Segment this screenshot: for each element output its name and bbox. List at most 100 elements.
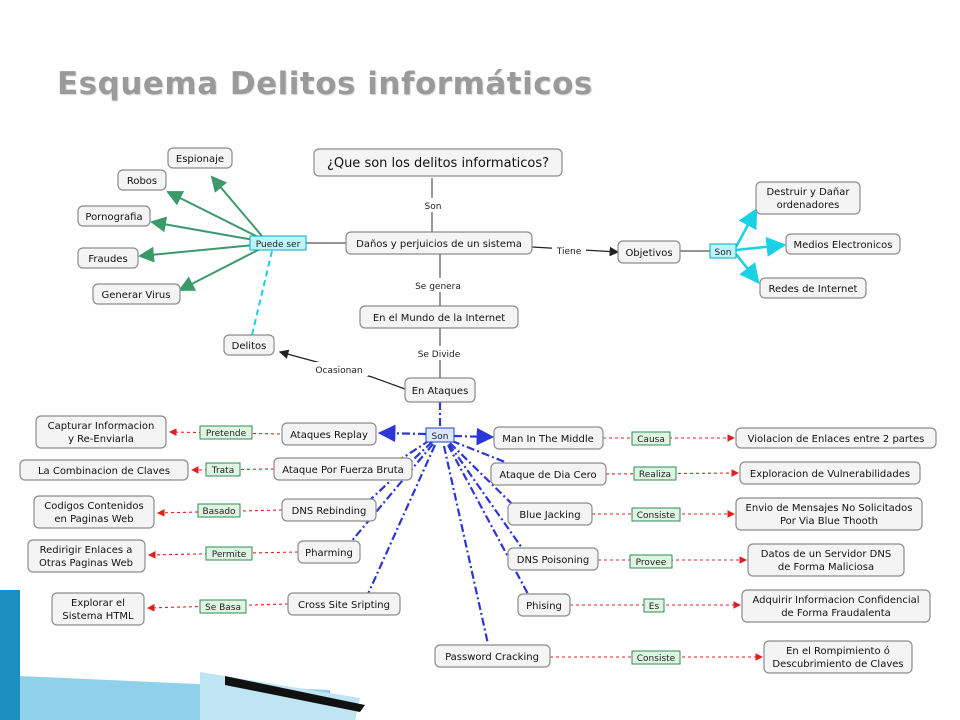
svg-text:Ataque Por Fuerza Bruta: Ataque Por Fuerza Bruta [282, 465, 404, 476]
svg-text:ordenadores: ordenadores [777, 200, 840, 211]
svg-text:Phising: Phising [526, 601, 562, 612]
svg-text:La Combinacion de Claves: La Combinacion de Claves [38, 466, 170, 477]
node-combinacion: La Combinacion de Claves [19, 459, 189, 481]
svg-text:Generar Virus: Generar Virus [102, 290, 171, 301]
node-cross-site: Cross Site Sripting [287, 592, 401, 616]
svg-text:de Forma Maliciosa: de Forma Maliciosa [778, 562, 874, 573]
node-fraudes: Fraudes [77, 247, 139, 269]
svg-text:Destruir y Dañar: Destruir y Dañar [766, 187, 850, 198]
svg-text:Robos: Robos [127, 176, 157, 187]
slide-title: Esquema Delitos informáticos [57, 66, 593, 102]
node-espionaje: Espionaje [167, 147, 233, 169]
svg-text:DNS Poisoning: DNS Poisoning [517, 555, 589, 566]
svg-text:¿Que son los delitos informati: ¿Que son los delitos informaticos? [327, 156, 549, 171]
highlight-labels: Puede ser Son Son Pretende Trata Basado … [197, 235, 737, 665]
node-objetivos: Objetivos [617, 240, 681, 264]
link-label-son: Son [425, 202, 442, 212]
svg-text:Datos de un Servidor DNS: Datos de un Servidor DNS [761, 549, 891, 560]
svg-text:Delitos: Delitos [232, 341, 267, 352]
svg-text:y Re-Enviarla: y Re-Enviarla [68, 434, 134, 445]
svg-text:Otras Paginas Web: Otras Paginas Web [39, 558, 133, 569]
node-redirigir: Redirigir Enlaces a Otras Paginas Web [27, 539, 146, 573]
svg-text:En Ataques: En Ataques [412, 386, 469, 397]
svg-text:en Paginas Web: en Paginas Web [54, 514, 133, 525]
svg-text:Ataques Replay: Ataques Replay [290, 430, 368, 441]
svg-text:Pornografia: Pornografia [85, 212, 142, 223]
node-en-ataques: En Ataques [404, 377, 476, 403]
link-label-consiste-1: Consiste [637, 511, 676, 521]
svg-text:En el Mundo de la Internet: En el Mundo de la Internet [373, 313, 505, 324]
svg-text:Medios Electronicos: Medios Electronicos [793, 240, 892, 251]
svg-text:Man In The Middle: Man In The Middle [502, 434, 594, 445]
node-blue-jacking: Blue Jacking [507, 502, 593, 526]
link-label-es: Es [649, 602, 660, 612]
nodes: ¿Que son los delitos informaticos? Daños… [19, 147, 937, 674]
node-ataques-replay: Ataques Replay [281, 422, 377, 446]
svg-text:Password Cracking: Password Cracking [445, 652, 539, 663]
svg-text:Explorar el: Explorar el [71, 598, 125, 609]
svg-text:Adquirir Informacion Confidenc: Adquirir Informacion Confidencial [752, 595, 919, 606]
node-pornografia: Pornografia [77, 205, 151, 227]
svg-text:Sistema HTML: Sistema HTML [62, 611, 134, 622]
link-label-tiene: Tiene [556, 247, 582, 257]
hub-connectors [349, 402, 529, 645]
node-rompimiento: En el Rompimiento ó Descubrimiento de Cl… [763, 640, 913, 674]
node-puede-ser: Puede ser [256, 240, 301, 250]
svg-text:Redirigir Enlaces a: Redirigir Enlaces a [40, 545, 133, 556]
link-label-permite: Permite [212, 550, 247, 560]
svg-text:de Forma Fraudalenta: de Forma Fraudalenta [781, 608, 891, 619]
node-dns-poisoning: DNS Poisoning [507, 547, 599, 571]
slide-corner-decoration [0, 590, 365, 720]
node-envio: Envio de Mensajes No Solicitados Por Via… [735, 497, 923, 531]
link-label-se-basa: Se Basa [205, 603, 241, 613]
svg-text:Codigos Contenidos: Codigos Contenidos [44, 501, 143, 512]
node-capturar: Capturar Informacion y Re-Enviarla [35, 415, 167, 449]
link-label-ocasionan: Ocasionan [315, 366, 362, 376]
svg-text:Objetivos: Objetivos [625, 248, 672, 259]
node-adquirir: Adquirir Informacion Confidencial de For… [741, 589, 931, 623]
link-label-trata: Trata [211, 466, 234, 476]
node-exploracion: Exploracion de Vulnerabilidades [739, 461, 921, 485]
svg-text:DNS Rebinding: DNS Rebinding [292, 506, 367, 517]
svg-text:Redes de Internet: Redes de Internet [769, 284, 858, 295]
node-robos: Robos [117, 169, 167, 191]
link-label-se-divide: Se Divide [418, 350, 461, 360]
svg-text:En el Rompimiento ó: En el Rompimiento ó [786, 645, 890, 657]
svg-text:Espionaje: Espionaje [176, 154, 224, 165]
svg-text:Pharming: Pharming [305, 548, 353, 559]
link-label-consiste-2: Consiste [637, 654, 676, 664]
node-son-hub: Son [432, 432, 449, 442]
node-password: Password Cracking [434, 644, 551, 668]
link-label-provee: Provee [636, 558, 667, 568]
node-explorar: Explorar el Sistema HTML [51, 592, 145, 626]
node-destruir: Destruir y Dañar ordenadores [755, 181, 861, 215]
node-que-son: ¿Que son los delitos informaticos? [313, 148, 563, 177]
svg-text:Fraudes: Fraudes [88, 254, 127, 265]
node-dia-cero: Ataque de Dia Cero [490, 462, 607, 486]
svg-text:Blue Jacking: Blue Jacking [519, 510, 580, 521]
link-label-pretende: Pretende [206, 429, 247, 439]
svg-text:Daños y perjuicios de un siste: Daños y perjuicios de un sistema [356, 239, 522, 250]
svg-text:Por Via Blue Thooth: Por Via Blue Thooth [780, 516, 878, 527]
node-man-middle: Man In The Middle [493, 426, 604, 450]
node-codigos: Codigos Contenidos en Paginas Web [33, 495, 155, 529]
link-labels: Son Tiene Se genera Se Divide Ocasionan [310, 198, 586, 376]
node-generar-virus: Generar Virus [92, 283, 181, 305]
node-redes: Redes de Internet [759, 277, 867, 299]
node-phising: Phising [517, 593, 571, 617]
link-label-basado: Basado [202, 507, 236, 517]
svg-text:Ataque de Dia Cero: Ataque de Dia Cero [499, 470, 596, 481]
link-label-causa: Causa [637, 435, 665, 445]
node-dns-rebinding: DNS Rebinding [281, 498, 377, 522]
node-delitos: Delitos [223, 334, 275, 356]
svg-text:Envio de Mensajes No Solicitad: Envio de Mensajes No Solicitados [746, 503, 913, 514]
node-mundo-internet: En el Mundo de la Internet [359, 305, 519, 329]
node-medios: Medios Electronicos [785, 233, 901, 255]
node-violacion: Violacion de Enlaces entre 2 partes [735, 427, 937, 449]
node-datos-dns: Datos de un Servidor DNS de Forma Malici… [747, 543, 905, 577]
svg-text:Violacion de Enlaces entre 2 p: Violacion de Enlaces entre 2 partes [748, 434, 925, 445]
node-fuerza-bruta: Ataque Por Fuerza Bruta [273, 457, 413, 481]
svg-text:Cross Site Sripting: Cross Site Sripting [298, 600, 390, 611]
node-son-objetivos: Son [715, 248, 732, 258]
